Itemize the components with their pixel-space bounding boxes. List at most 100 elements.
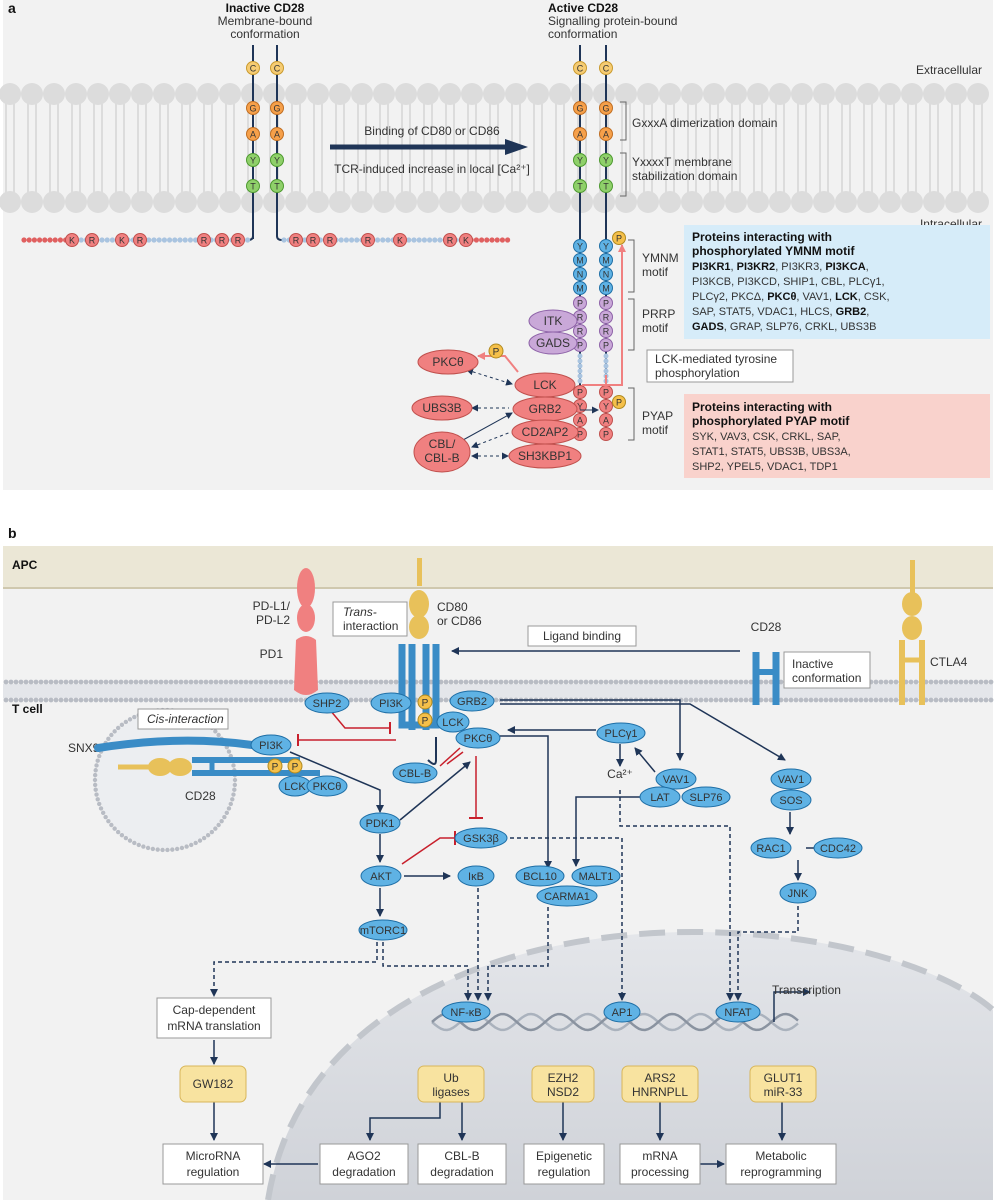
shp2-label: SHP2: [313, 698, 342, 710]
glut1-box: [749, 1065, 817, 1103]
lipid-head: [43, 83, 65, 105]
endosome-lipid: [95, 758, 100, 763]
meta-label-1: Metabolic: [755, 1149, 806, 1163]
lipid-head: [198, 697, 204, 703]
endosome-lipid: [98, 806, 104, 811]
mrna-label-1: mRNA: [642, 1149, 677, 1163]
lipid-head: [948, 697, 954, 703]
grb2-label: GRB2: [529, 402, 562, 416]
active-tail-1-prrp-letter: R: [577, 327, 584, 337]
active-tail-1-prrp: [573, 296, 587, 310]
plcg1-node: [596, 722, 646, 744]
lipid-head: [835, 191, 857, 213]
lipid-head: [458, 679, 464, 685]
endosome-lipid: [232, 787, 237, 792]
lipid-head: [138, 697, 144, 703]
endosome-lipid: [179, 845, 185, 851]
cblb-degradation-box: [417, 1143, 507, 1185]
glut1-label: GLUT1: [764, 1071, 803, 1085]
tail-bead: [109, 237, 115, 243]
shp2-inhibit: [329, 709, 390, 729]
lipid-head: [823, 697, 829, 703]
lipid-head: [143, 679, 149, 685]
lipid-head: [278, 697, 284, 703]
lipid-head: [253, 697, 259, 703]
lipid-head: [793, 697, 799, 703]
sos-label: SOS: [779, 795, 802, 807]
lipid-head: [83, 679, 89, 685]
tail-bead: [437, 237, 443, 243]
lipid-head: [109, 191, 131, 213]
lipid-head: [253, 679, 259, 685]
lipid-head: [153, 697, 159, 703]
endosome-lipid: [109, 732, 114, 738]
tail-bead: [385, 237, 391, 243]
lipid-head: [218, 679, 224, 685]
active-tail-2-ymnm: [599, 267, 613, 281]
cd80-cis-domain-1: [148, 758, 172, 776]
vav1-right-label: VAV1: [778, 774, 805, 786]
extracellular-label: Extracellular: [916, 63, 982, 77]
lipid-head: [883, 679, 889, 685]
lipid-head: [378, 679, 384, 685]
lipid-head: [828, 697, 834, 703]
cap-label-1: Cap-dependent: [173, 1003, 256, 1017]
endosome-lipid: [115, 725, 121, 731]
tail-bead: [603, 353, 609, 359]
mrna-label-2: processing: [631, 1165, 689, 1179]
tail-bead: [177, 237, 183, 243]
lipid-head: [43, 679, 49, 685]
endosome-lipid: [213, 729, 218, 734]
lipid-head: [233, 679, 239, 685]
cd28-p-1: [417, 694, 433, 710]
lipid-head: [383, 679, 389, 685]
carma1-nfkb-arrow: [484, 900, 549, 1001]
lipid-head: [68, 679, 74, 685]
lipid-head: [33, 679, 39, 685]
lipid-head: [278, 679, 284, 685]
tail-bead: [427, 237, 433, 243]
lipid-head: [131, 191, 153, 213]
endosome-lipid: [94, 763, 99, 768]
lipid-head: [285, 191, 307, 213]
active-tail-2-pyap-letter: P: [603, 430, 609, 440]
lipid-head: [395, 83, 417, 105]
tail-bead: [505, 237, 511, 243]
tail-bead: [499, 237, 505, 243]
ub-ago2-arrow: [366, 1102, 441, 1141]
lipid-head: [723, 679, 729, 685]
lipid-head: [21, 191, 43, 213]
nfkb-label: NF-κB: [450, 1007, 481, 1019]
endosome-lipid: [232, 782, 238, 788]
grb2-label: GRB2: [457, 696, 487, 708]
lipid-head: [348, 679, 354, 685]
lipid-head: [663, 679, 669, 685]
active-cd28-sub2: conformation: [548, 27, 617, 41]
lipid-head: [263, 191, 285, 213]
tail-bead: [193, 237, 199, 243]
lipid-head: [698, 697, 704, 703]
lipid-head: [153, 83, 175, 105]
lipid-head: [943, 697, 949, 703]
endosome-lipid: [132, 840, 137, 846]
lipid-head: [198, 679, 204, 685]
endosome-lipid: [127, 838, 133, 843]
yxxxxt-bracket: [620, 152, 627, 197]
lipid-head: [637, 83, 659, 105]
pkct-left-label: PKCθ: [313, 781, 342, 793]
pyap-motif-label-2: motif: [642, 423, 669, 437]
lipid-head: [468, 679, 474, 685]
lipid-head: [438, 697, 444, 703]
nuclear-envelope: [265, 928, 996, 1200]
inactive-tail-turn-2: [276, 235, 283, 241]
cd2ap2-label: CD2AP2: [522, 425, 569, 439]
lipid-head: [3, 697, 9, 703]
lipid-head: [23, 697, 29, 703]
lipid-head: [963, 679, 969, 685]
lipid-head: [285, 83, 307, 105]
lipid-head: [208, 679, 214, 685]
basic-residue-left-letter: R: [235, 236, 242, 246]
tail-bead: [603, 363, 609, 369]
grb2-vav1-arrow: [500, 699, 684, 761]
tail-bead: [302, 237, 308, 243]
